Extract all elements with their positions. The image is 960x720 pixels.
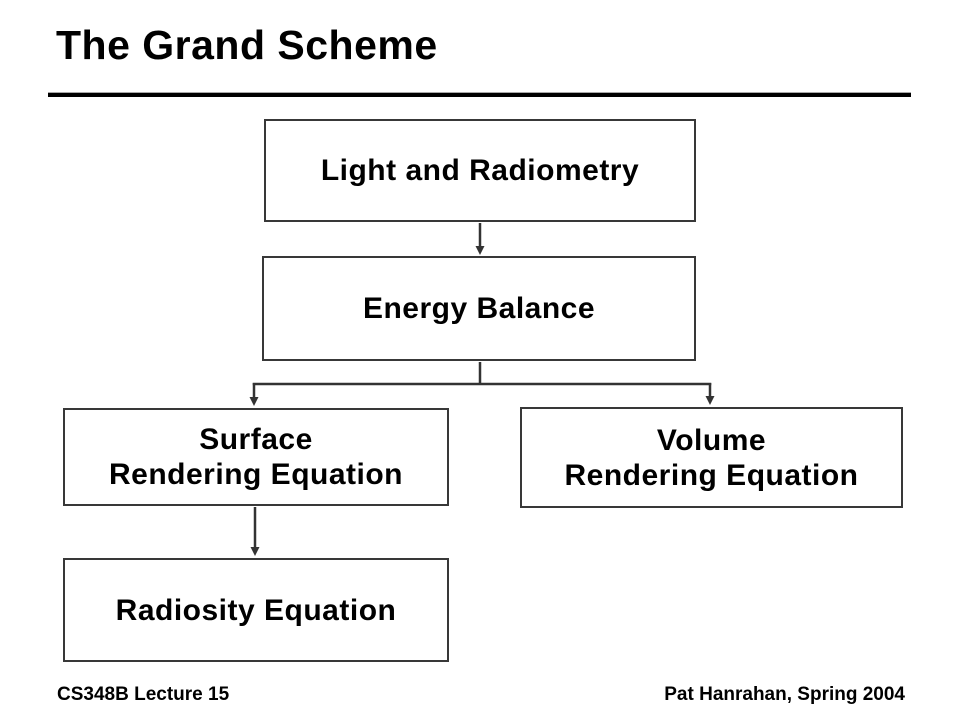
- edge-energy-branch: [252, 362, 712, 386]
- edge-energy-to-volume: [705, 383, 715, 405]
- page-title: The Grand Scheme: [56, 22, 438, 68]
- node-light-and-radiometry: Light and Radiometry: [264, 119, 696, 222]
- node-label: Radiosity Equation: [115, 593, 397, 627]
- node-radiosity-equation: Radiosity Equation: [63, 558, 449, 662]
- node-volume-rendering-equation: Volume Rendering Equation: [520, 407, 903, 508]
- edge-surface-to-radiosity: [250, 507, 260, 556]
- edge-light-to-energy: [475, 223, 485, 255]
- node-label-line2: Rendering Equation: [564, 458, 859, 492]
- node-surface-rendering-equation: Surface Rendering Equation: [63, 408, 449, 506]
- node-label-line1: Surface: [199, 423, 313, 456]
- node-label: Energy Balance: [362, 292, 596, 325]
- node-label-line1: Volume: [656, 423, 767, 457]
- footer-author-label: Pat Hanrahan, Spring 2004: [664, 684, 905, 705]
- edge-energy-to-surface: [249, 383, 259, 406]
- title-underline: [48, 92, 911, 97]
- slide-footer: CS348B Lecture 15 Pat Hanrahan, Spring 2…: [57, 684, 905, 706]
- node-label-line2: Rendering Equation: [109, 458, 403, 491]
- node-energy-balance: Energy Balance: [262, 256, 696, 361]
- node-label: Light and Radiometry: [320, 154, 640, 187]
- footer-course-label: CS348B Lecture 15: [57, 684, 230, 705]
